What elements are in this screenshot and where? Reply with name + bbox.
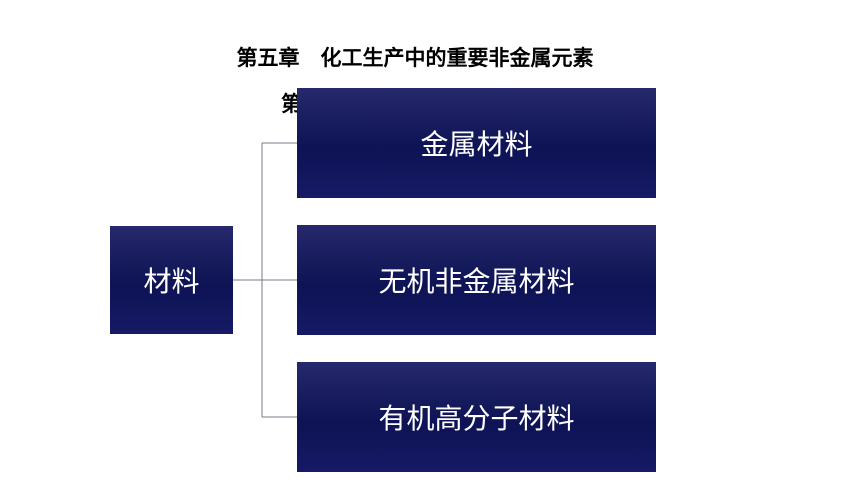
child-node-label: 有机高分子材料 bbox=[378, 402, 575, 435]
root-node-label: 材料 bbox=[143, 265, 200, 298]
chapter-title: 第五章 化工生产中的重要非金属元素 bbox=[236, 46, 594, 70]
section-title-partial: 第 bbox=[281, 92, 302, 116]
child-node-organic-polymer-materials: 有机高分子材料 bbox=[297, 362, 656, 472]
child-node-metal-materials: 金属材料 bbox=[297, 88, 656, 198]
root-node-materials: 材料 bbox=[110, 226, 233, 334]
child-node-label: 无机非金属材料 bbox=[378, 265, 575, 298]
child-node-label: 金属材料 bbox=[420, 128, 533, 161]
child-node-inorganic-nonmetal-materials: 无机非金属材料 bbox=[297, 225, 656, 335]
